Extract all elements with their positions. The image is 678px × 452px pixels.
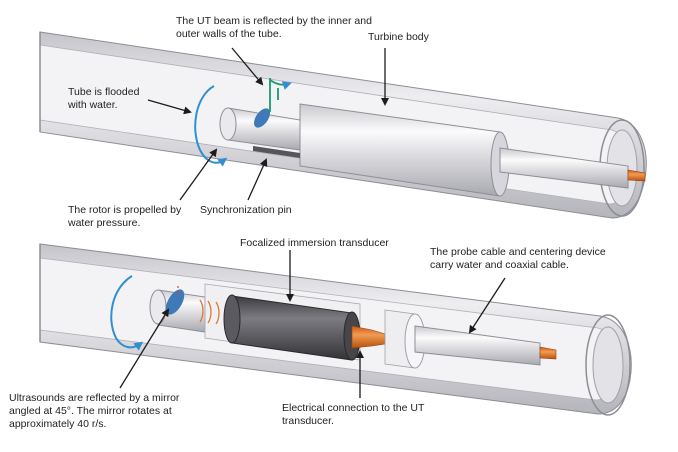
label-rotor: The rotor is propelled by water pressure… xyxy=(68,204,182,229)
top-mirror-icon xyxy=(254,108,270,128)
top-rotation-arrow-icon xyxy=(194,85,228,167)
label-turbine-body: Turbine body xyxy=(368,31,429,43)
top-probe-assembly xyxy=(39,31,647,219)
label-tube-flooded: Tube is flooded with water. xyxy=(68,86,140,111)
leader-sync-pin xyxy=(247,158,268,201)
label-focalized: Focalized immersion transducer xyxy=(240,237,389,249)
leader-tube-flooded xyxy=(147,99,192,115)
bottom-cable xyxy=(414,325,541,366)
leader-lines xyxy=(119,47,506,398)
bottom-ultrasound-wave-icon xyxy=(199,299,220,325)
bottom-connector xyxy=(539,346,557,360)
leader-ultrasounds xyxy=(119,308,170,389)
leader-probe-cable xyxy=(468,277,506,334)
leader-rotor xyxy=(179,148,218,201)
top-cable xyxy=(499,147,629,189)
top-connector xyxy=(627,169,646,182)
bottom-tube-end-ring xyxy=(585,314,631,416)
bottom-mirror-icon xyxy=(165,289,185,315)
bottom-rotation-arrow-icon xyxy=(110,275,144,351)
top-ut-beam-icon xyxy=(269,78,292,112)
bottom-probe-assembly xyxy=(39,243,632,416)
leader-ut-beam xyxy=(231,47,264,86)
label-sync-pin: Synchronization pin xyxy=(200,204,292,216)
label-probe-cable: The probe cable and centering device car… xyxy=(430,246,606,271)
label-electrical: Electrical connection to the UT transduc… xyxy=(282,402,425,427)
top-sync-pin xyxy=(253,146,300,158)
label-ut-beam: The UT beam is reflected by the inner an… xyxy=(176,15,372,40)
label-ultrasounds: Ultrasounds are reflected by a mirror an… xyxy=(9,392,180,430)
